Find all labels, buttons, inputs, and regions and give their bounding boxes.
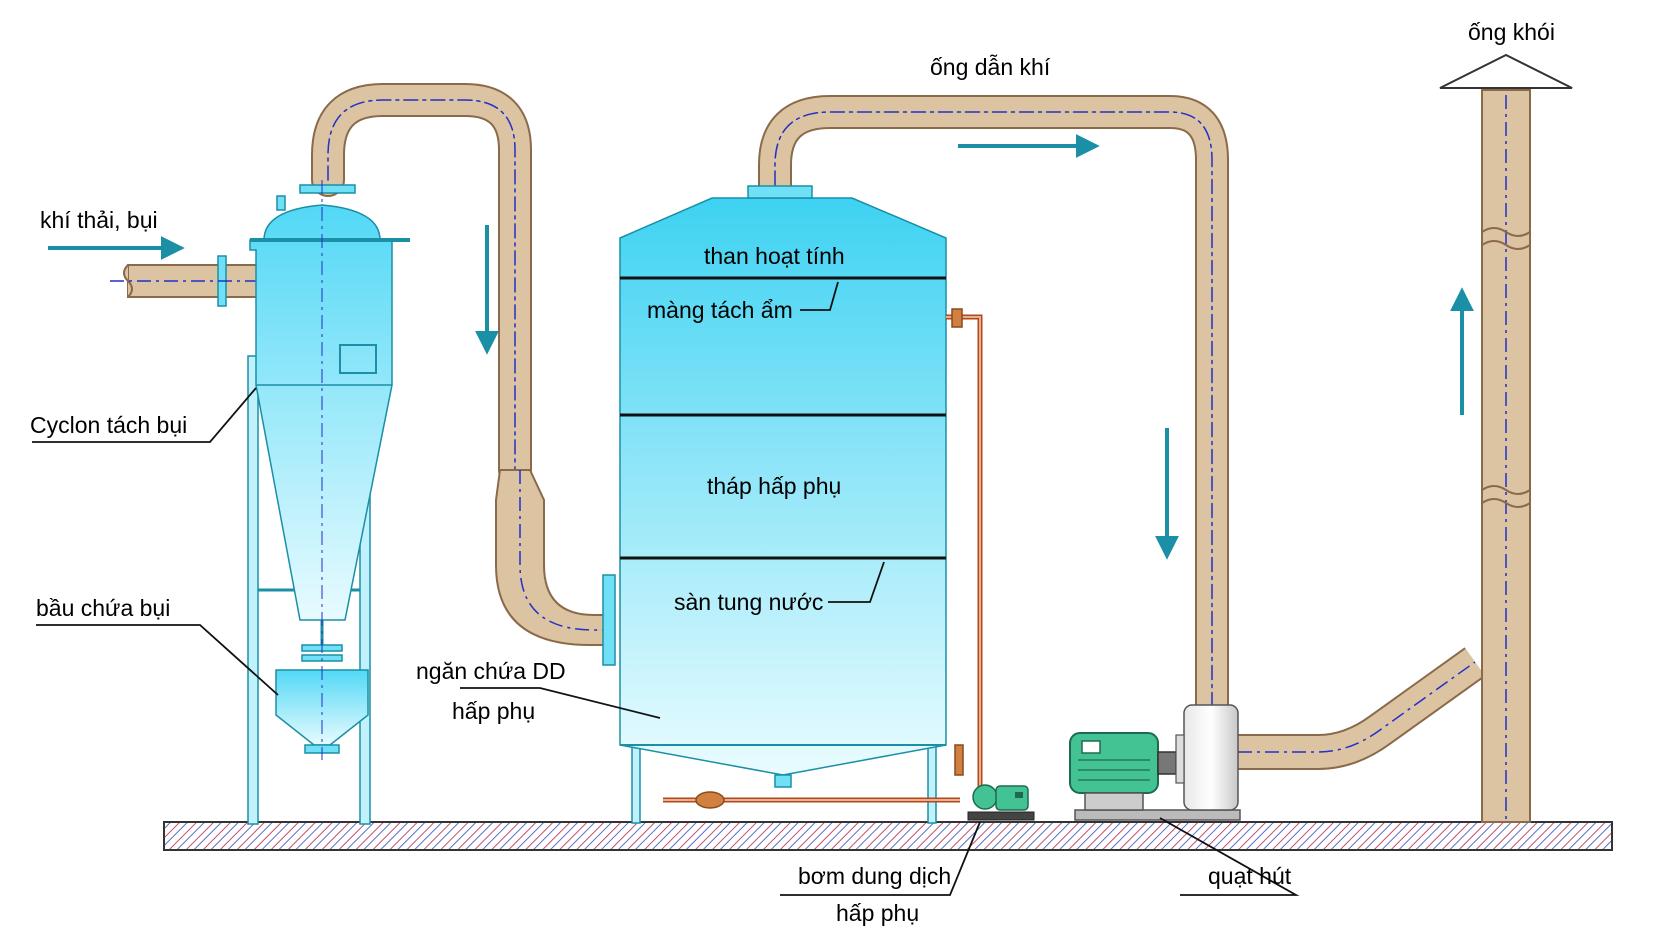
labels: khí thải, bụi Cyclon tách bụi bầu chứa b… [30, 19, 1555, 926]
label-dust-bin: bầu chứa bụi [36, 595, 170, 621]
label-chimney: ống khói [1468, 19, 1555, 45]
label-exhaust-gas: khí thải, bụi [40, 207, 158, 233]
label-pump-1: bơm dung dịch [798, 863, 951, 889]
label-absorption-tower: tháp hấp phụ [707, 473, 841, 499]
gas-duct-3 [1238, 647, 1486, 770]
label-solution-tank-2: hấp phụ [452, 698, 535, 724]
cyclone [247, 180, 410, 825]
absorption-tower [619, 185, 947, 824]
label-suction-fan: quạt hút [1208, 863, 1292, 889]
label-pump-2: hấp phụ [836, 900, 919, 926]
gas-duct-flare [495, 469, 616, 666]
chimney [1439, 53, 1573, 823]
label-activated-carbon: than hoạt tính [704, 243, 845, 269]
suction-fan [1069, 704, 1241, 821]
ground-slab [163, 821, 1613, 851]
chimney-cap [1439, 53, 1573, 89]
label-gas-duct: ống dẫn khí [930, 54, 1051, 80]
label-solution-tank-1: ngăn chứa DD [416, 658, 566, 684]
label-water-spray-floor: sàn tung nước [674, 589, 823, 615]
label-cyclon: Cyclon tách bụi [30, 412, 187, 438]
flow-arrows [48, 134, 1474, 560]
leader-lines [32, 281, 1300, 896]
solution-pump [967, 784, 1035, 821]
label-moisture-membrane: màng tách ẩm [647, 297, 793, 323]
gas-duct-1 [311, 83, 532, 487]
gas-duct-2 [758, 95, 1229, 727]
